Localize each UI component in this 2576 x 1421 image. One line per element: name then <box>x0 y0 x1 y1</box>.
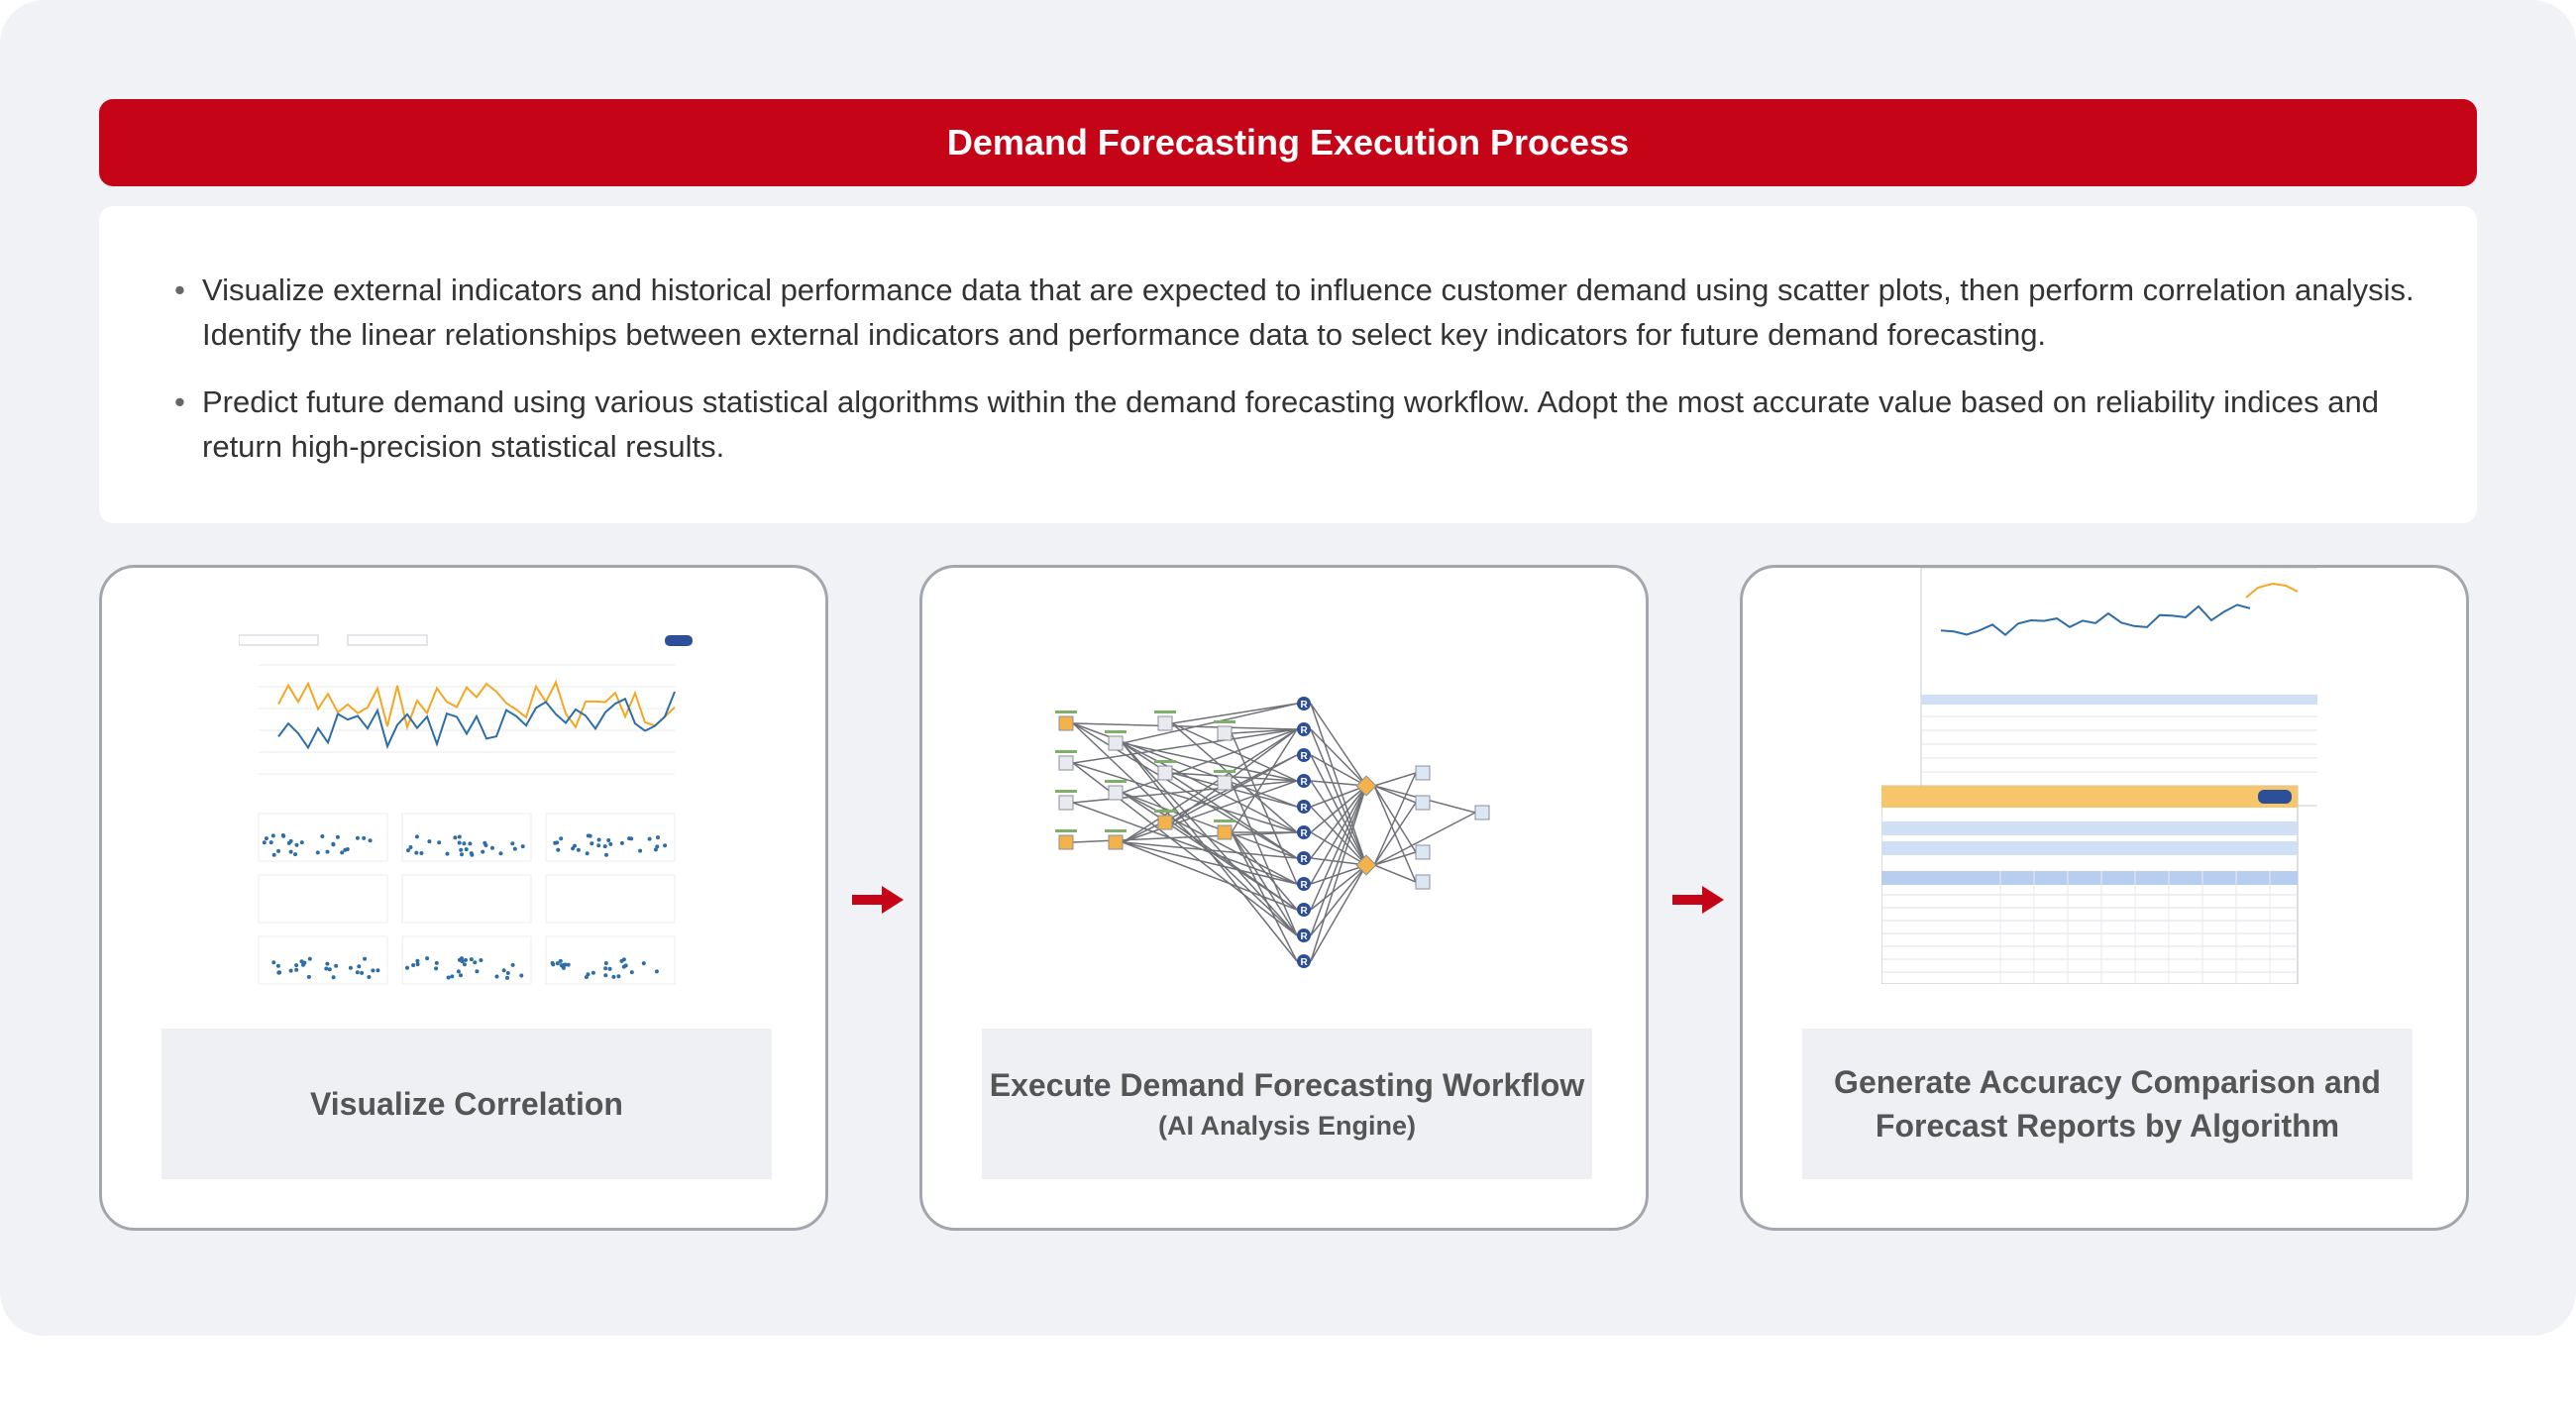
arrow-right-icon <box>1672 886 1724 914</box>
step-title: Visualize Correlation <box>310 1086 623 1122</box>
step-card-workflow: R R R R R R R R R R R Execute Demand Forecasting W… <box>919 565 1649 1231</box>
step-caption: Visualize Correlation <box>161 1029 772 1179</box>
description-list: Visualize external indicators and histor… <box>170 268 2449 492</box>
svg-text:R: R <box>1301 751 1309 762</box>
svg-text:R: R <box>1301 931 1309 942</box>
svg-text:R: R <box>1301 700 1309 710</box>
svg-text:R: R <box>1301 854 1309 865</box>
svg-text:R: R <box>1301 957 1309 968</box>
svg-text:R: R <box>1301 880 1309 891</box>
step-title: Execute Demand Forecasting Workflow <box>989 1067 1585 1103</box>
svg-text:R: R <box>1301 906 1309 917</box>
step-caption: Execute Demand Forecasting Workflow (AI … <box>982 1029 1592 1179</box>
correlation-charts-screenshot <box>239 625 700 994</box>
report-table-screenshot <box>1881 568 2317 984</box>
description-bullet: Predict future demand using various stat… <box>170 380 2449 469</box>
svg-text:R: R <box>1301 777 1309 788</box>
description-box: Visualize external indicators and histor… <box>99 206 2477 523</box>
step-card-visualize: Visualize Correlation <box>99 565 828 1231</box>
page-title: Demand Forecasting Execution Process <box>946 122 1630 163</box>
workflow-diagram-screenshot: R R R R R R R R R R R <box>1055 697 1490 968</box>
step-caption: Generate Accuracy Comparison and Forecas… <box>1802 1029 2413 1179</box>
svg-text:R: R <box>1301 803 1309 814</box>
arrow-right-icon <box>852 886 904 914</box>
step-title: Generate Accuracy Comparison and Forecas… <box>1834 1064 2381 1144</box>
page-title-banner: Demand Forecasting Execution Process <box>99 99 2477 186</box>
description-bullet: Visualize external indicators and histor… <box>170 268 2449 357</box>
svg-text:R: R <box>1301 828 1309 839</box>
step-subtitle: (AI Analysis Engine) <box>1157 1111 1417 1141</box>
svg-text:R: R <box>1301 725 1309 736</box>
step-card-report: Generate Accuracy Comparison and Forecas… <box>1740 565 2469 1231</box>
